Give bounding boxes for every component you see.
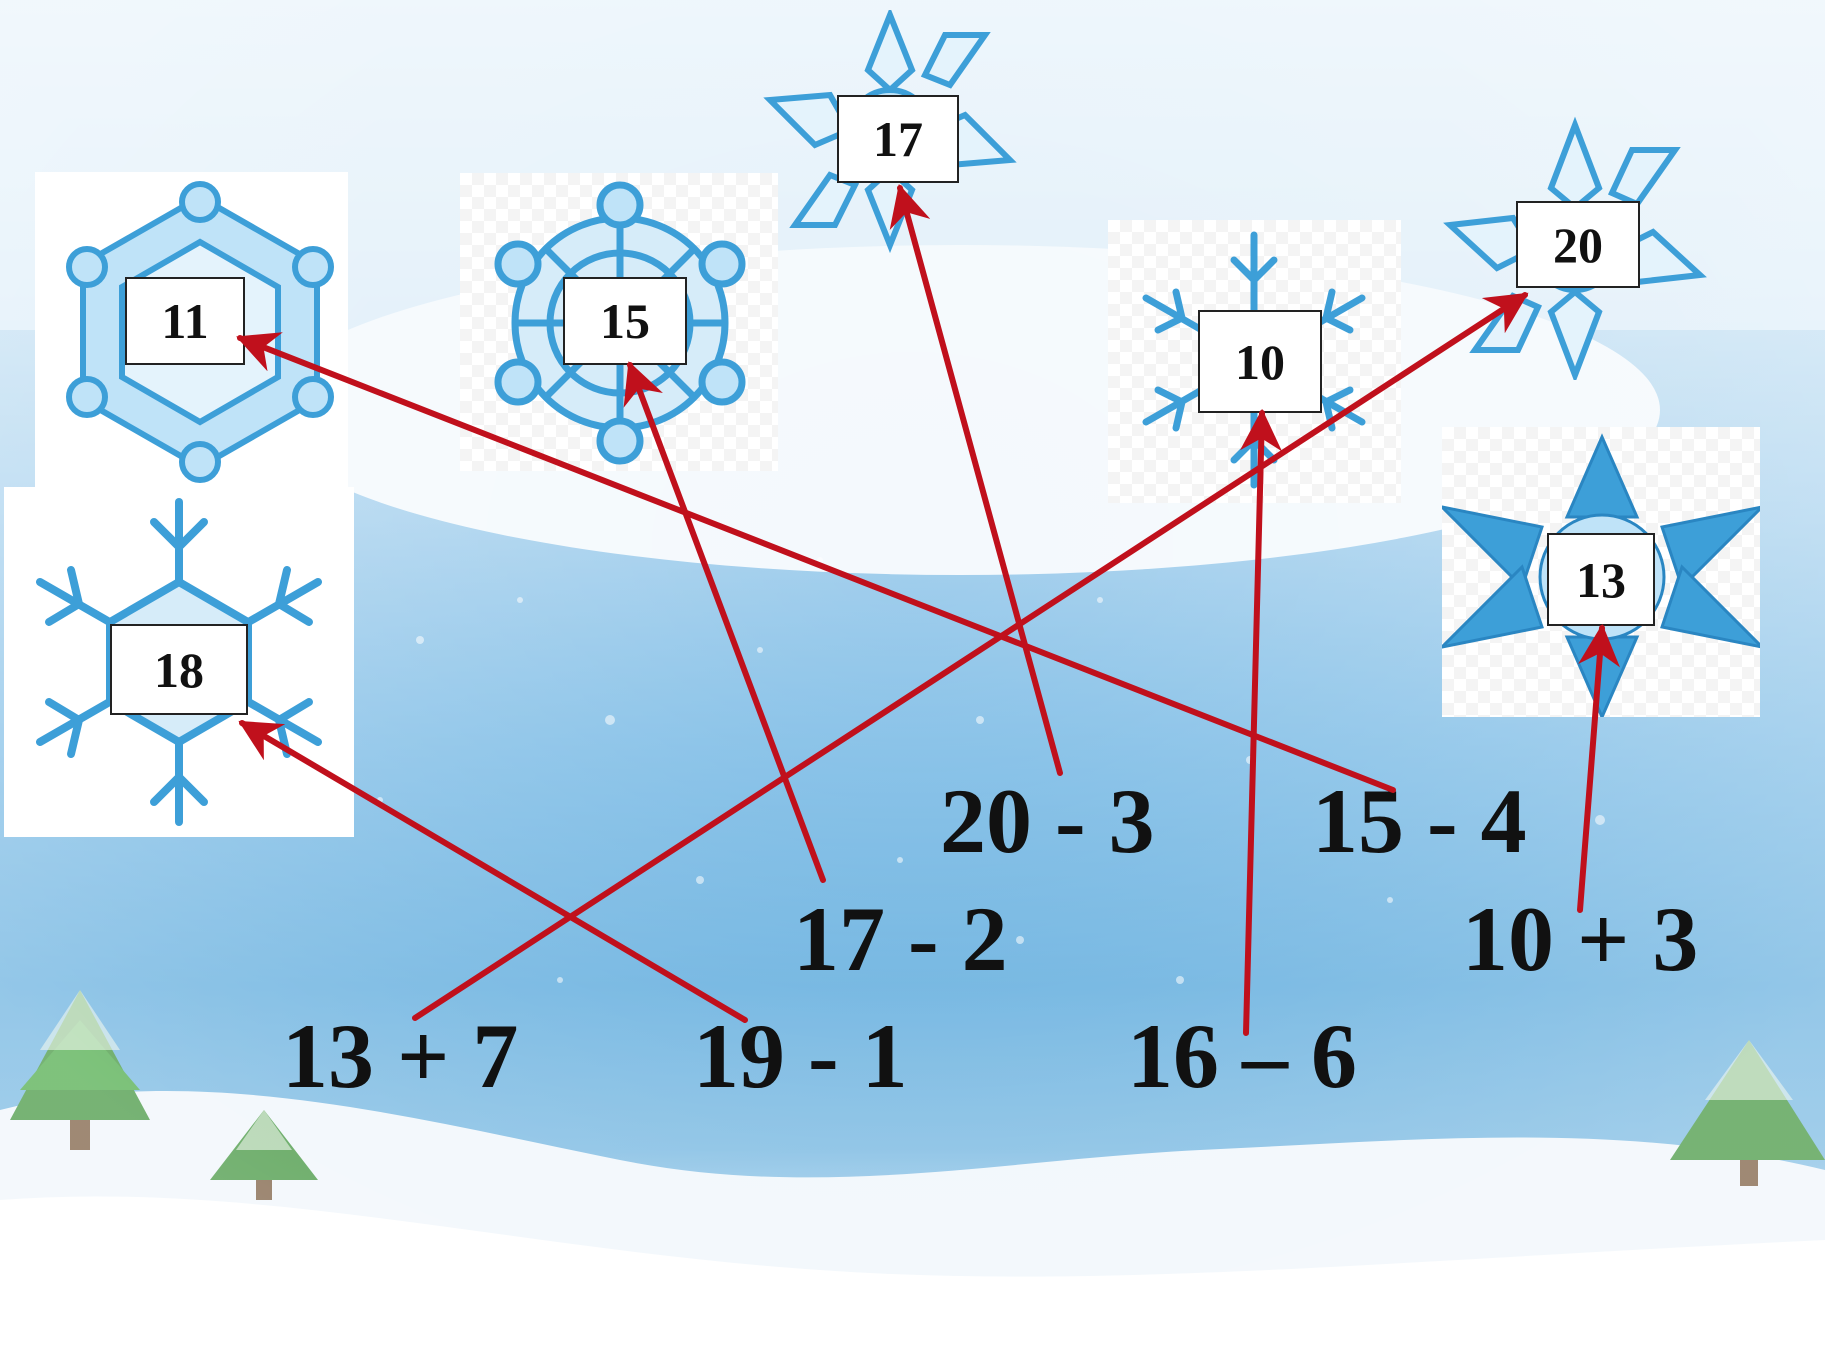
arrow-17-2-to-15 [630, 365, 823, 880]
arrow-15-4-to-11 [240, 338, 1393, 790]
arrow-13-7-to-20 [415, 295, 1525, 1018]
arrow-19-1-to-18 [242, 723, 745, 1020]
arrow-10-3-to-13 [1580, 628, 1602, 910]
arrow-16-6-to-10 [1246, 413, 1262, 1033]
